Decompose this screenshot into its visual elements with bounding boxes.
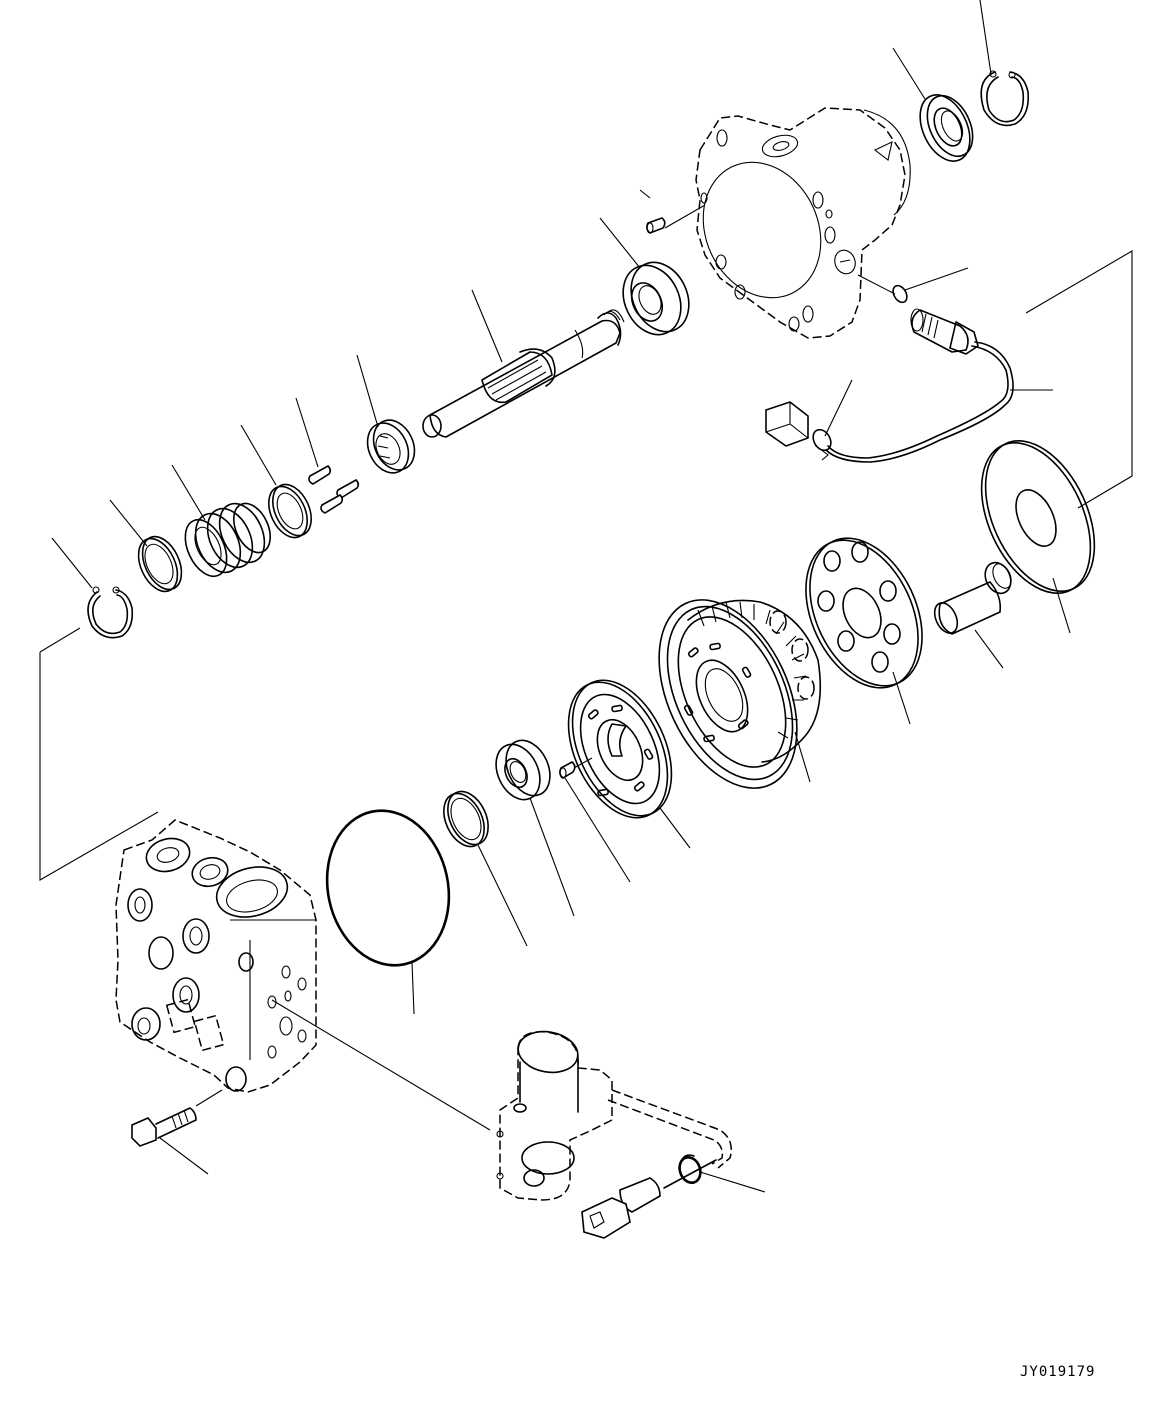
leader-line [477,844,528,947]
cylinder-block [658,599,822,789]
leader-line [794,731,811,783]
leader-line [573,757,593,769]
leader-line [564,777,631,883]
assembly-boundary-lines [39,250,1133,881]
leader-line [171,464,206,521]
leader-line [892,671,911,725]
bolt [131,1107,197,1147]
roller-bearing [366,419,416,474]
solenoid-valve [496,1030,732,1201]
leader-line [892,47,926,100]
shaft [422,309,625,438]
leader-line [529,797,575,917]
leader-line [159,1137,209,1175]
o-ring-small [892,284,908,304]
bearing-front [622,261,690,336]
oil-seal [919,94,974,162]
harness-clamp [812,428,832,461]
spring [184,502,271,578]
leader-line [240,424,277,486]
dowel-pin-top [646,217,666,234]
leader-line [824,379,853,437]
retainer-ring [268,483,312,539]
leader-line [599,217,641,269]
leader-line [1052,577,1071,634]
bearing-rear [495,739,551,801]
leader-line [195,1089,223,1107]
leader-line [109,499,148,547]
snap-ring-top [980,70,1030,127]
leader-line [857,274,896,295]
leader-line [904,267,969,291]
leader-line [411,961,415,1015]
shim-ring [443,790,489,848]
leader-line [471,289,503,363]
leader-line [51,537,93,589]
snap-ring-left [87,586,134,639]
leader-line [659,807,691,849]
ball-guide [933,561,1012,635]
leader-line [664,204,706,229]
valve-plate [567,679,673,819]
dowel-pin-lower [559,761,576,779]
leader-line [639,189,651,199]
connector-upper [765,401,809,447]
speed-sensor [825,308,1014,463]
swash-plate [980,440,1096,594]
washer [137,535,183,593]
leader-line [974,629,1004,669]
solenoid-connector [581,1154,717,1239]
large-o-ring [325,809,451,967]
housing [695,107,911,339]
pins [308,465,360,514]
leader-line [356,354,379,428]
leader-line [979,0,992,75]
retainer-plate [805,537,923,689]
leader-line [271,999,491,1131]
leader-line [295,397,319,468]
leader-line [699,1171,766,1193]
drawing-id-label: JY019179 [1020,1364,1096,1380]
end-cap-valve-body [115,819,317,1093]
